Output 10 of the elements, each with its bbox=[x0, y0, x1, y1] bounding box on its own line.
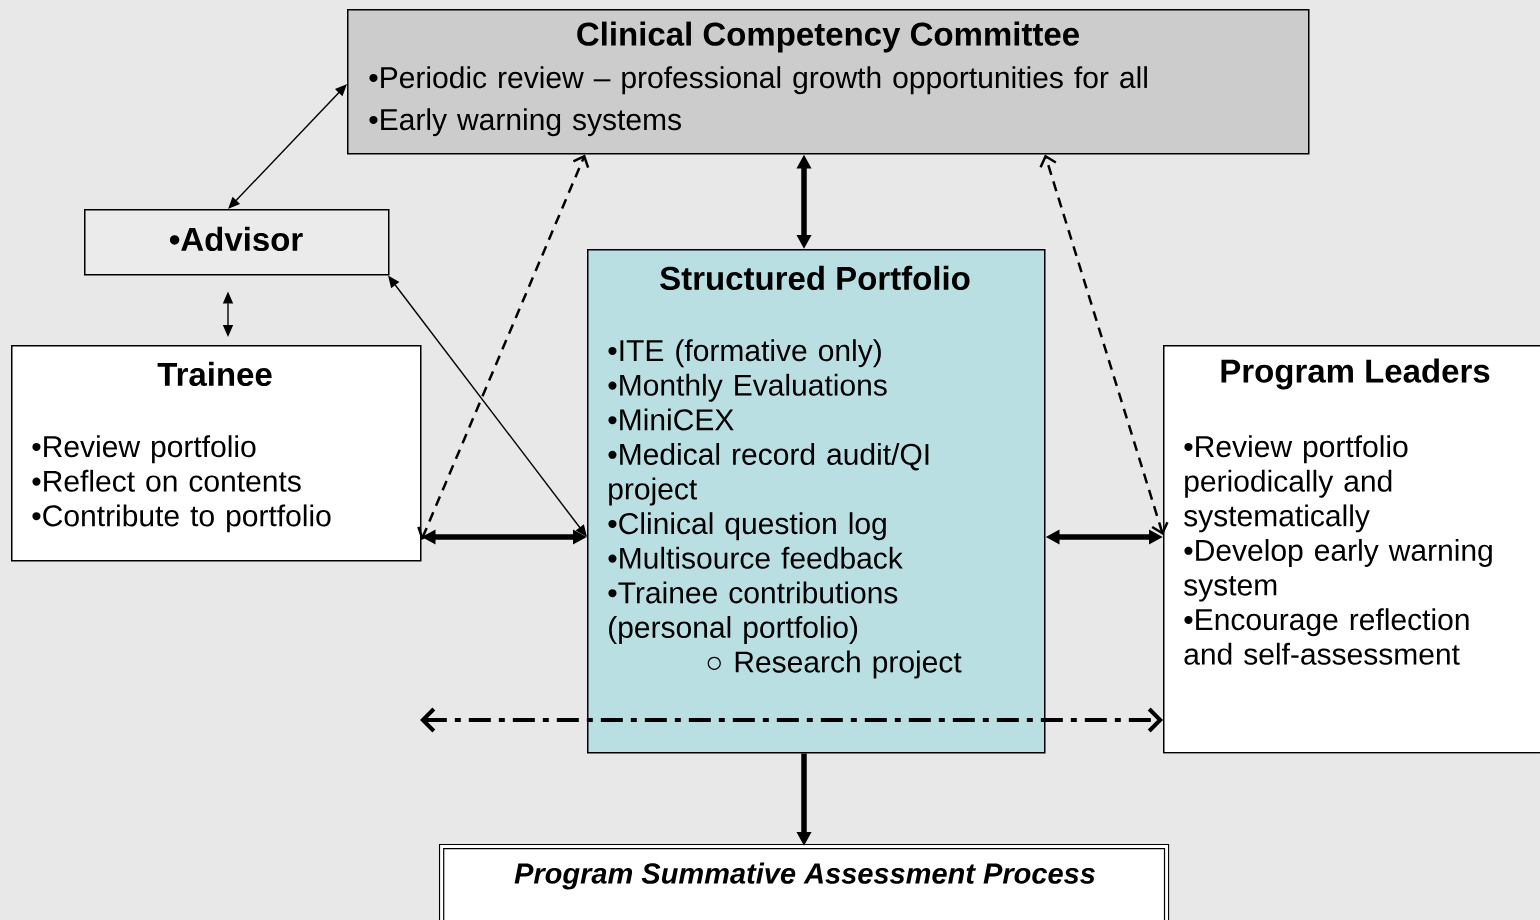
advisor-box: •Advisor bbox=[84, 209, 390, 276]
committee-box: Clinical Competency Committee •Periodic review – professional growth opportunities for all •Early warning systems bbox=[347, 9, 1310, 155]
leaders-box: Program Leaders •Review portfolio periodically and systematically •Develop early warning system •Encourage reflection and self-assessment bbox=[1163, 345, 1540, 754]
arrow bbox=[228, 84, 347, 209]
dash-dot-arrow bbox=[420, 707, 1163, 733]
trainee-box: Trainee •Review portfolio •Reflect on contents •Contribute to portfolio bbox=[11, 345, 422, 562]
dashed-arrow bbox=[417, 154, 590, 540]
assessment-box: Program Summative Assessment Process bbox=[438, 843, 1170, 920]
portfolio-box: Structured Portfolio •ITE (formative only) •Monthly Evaluations •MiniCEX •Medical record audit/QI project •Clinical question log •Multisource feedback •Trainee contributions (personal portfolio) ○ Research project bbox=[587, 249, 1046, 754]
dashed-arrow bbox=[1039, 154, 1169, 535]
